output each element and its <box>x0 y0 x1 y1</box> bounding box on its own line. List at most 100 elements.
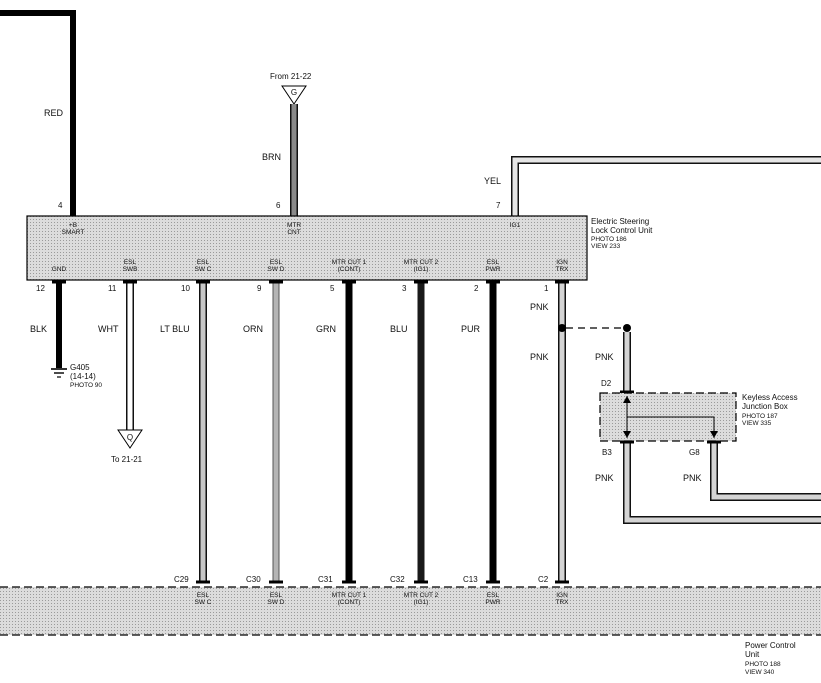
conn-c29: C29 <box>174 575 189 584</box>
wht-wire-pin: 11 <box>108 284 117 293</box>
splice-dot-right[interactable] <box>623 324 631 332</box>
blk-wire-pin: 12 <box>36 284 45 293</box>
pcu-photo: PHOTO 188 <box>745 661 781 668</box>
yel-wire-pin: 7 <box>496 201 501 210</box>
conn-c30: C30 <box>246 575 261 584</box>
pin5-label-1: MTR CUT 1 <box>332 259 367 266</box>
keyless-d2-wire-color: PNK <box>595 352 614 362</box>
esl-unit-view: VIEW 233 <box>591 243 621 250</box>
pin11-label-2: SWB <box>123 266 138 273</box>
keyless-b3-wire[interactable] <box>620 440 821 524</box>
pin7-label: IG1 <box>510 222 521 229</box>
blk-wire-color: BLK <box>30 324 47 334</box>
pnk-wire-color: PNK <box>530 302 549 312</box>
keyless-view: VIEW 335 <box>742 420 772 427</box>
conn-c31: C31 <box>318 575 333 584</box>
pin10-label-1: ESL <box>197 259 210 266</box>
ground-id: G405 <box>70 363 90 372</box>
keyless-g8-wire-color: PNK <box>683 473 702 483</box>
keyless-d2-pin: D2 <box>601 379 612 388</box>
ground-ref: (14-14) <box>70 372 96 381</box>
conn-c32: C32 <box>390 575 405 584</box>
pin11-label-1: ESL <box>124 259 137 266</box>
yel-wire[interactable] <box>511 156 821 216</box>
pin3-label-1: MTR CUT 2 <box>404 259 439 266</box>
pnk-wire-pin: 1 <box>544 284 549 293</box>
pur-wire-color: PUR <box>461 324 481 334</box>
pin6-label-2: CNT <box>287 229 300 236</box>
pin1-label-2: TRX <box>556 266 570 273</box>
offpage-q-flag[interactable] <box>117 429 143 449</box>
pcu-c13-label-2: PWR <box>485 599 500 606</box>
red-wire[interactable] <box>0 10 76 216</box>
grn-wire-pin: 5 <box>330 284 335 293</box>
pin2-label-2: PWR <box>485 266 500 273</box>
pin2-label-1: ESL <box>487 259 500 266</box>
esl-unit-name-2: Lock Control Unit <box>591 226 653 235</box>
pin10-label-2: SW C <box>195 266 212 273</box>
lt-blu-wire[interactable] <box>196 280 210 584</box>
splice-dot-left[interactable] <box>558 324 566 332</box>
pnk-wire-color-2: PNK <box>530 352 549 362</box>
pcu-c30-label-2: SW D <box>268 599 285 606</box>
brn-wire-color: BRN <box>262 152 281 162</box>
pcu-c32-label-1: MTR CUT 2 <box>404 592 439 599</box>
pin12-label: GND <box>52 266 67 273</box>
pin1-label-1: IGN <box>556 259 568 266</box>
brn-from-text: From 21-22 <box>270 72 312 81</box>
pin6-label-1: MTR <box>287 222 301 229</box>
pin9-label-2: SW D <box>268 266 285 273</box>
pur-wire-pin: 2 <box>474 284 479 293</box>
offpage-q-text: To 21-21 <box>111 455 143 464</box>
keyless-name-1: Keyless Access <box>742 393 798 402</box>
wht-wire[interactable] <box>123 280 137 430</box>
yel-wire-color: YEL <box>484 176 501 186</box>
pur-wire[interactable] <box>486 280 500 584</box>
blu-wire[interactable] <box>414 280 428 584</box>
conn-c2: C2 <box>538 575 549 584</box>
keyless-internal-path <box>623 396 718 438</box>
orn-wire-color: ORN <box>243 324 263 334</box>
pcu-name-2: Unit <box>745 650 760 659</box>
pcu-c31-label-1: MTR CUT 1 <box>332 592 367 599</box>
conn-c13: C13 <box>463 575 478 584</box>
grn-wire[interactable] <box>342 280 356 584</box>
keyless-g8-wire[interactable] <box>707 440 821 501</box>
keyless-photo: PHOTO 187 <box>742 413 778 420</box>
pcu-c32-label-2: (IG1) <box>414 599 429 606</box>
keyless-d2-wire[interactable] <box>620 332 634 394</box>
blk-wire[interactable] <box>52 280 66 368</box>
keyless-name-2: Junction Box <box>742 402 788 411</box>
pcu-c29-label-1: ESL <box>197 592 210 599</box>
esl-unit-box[interactable] <box>26 215 588 281</box>
pin3-label-2: (IG1) <box>414 266 429 273</box>
pcu-c2-label-1: IGN <box>556 592 568 599</box>
lt-blu-wire-pin: 10 <box>181 284 190 293</box>
keyless-b3-wire-color: PNK <box>595 473 614 483</box>
pcu-name-1: Power Control <box>745 641 796 650</box>
pcu-c2-label-2: TRX <box>556 599 570 606</box>
blu-wire-color: BLU <box>390 324 408 334</box>
brn-wire-pin: 6 <box>276 201 281 210</box>
offpage-g-flag[interactable] <box>281 85 307 105</box>
pcu-c13-label-1: ESL <box>487 592 500 599</box>
ground-symbol <box>51 368 67 378</box>
esl-unit-photo: PHOTO 186 <box>591 236 627 243</box>
grn-wire-color: GRN <box>316 324 336 334</box>
red-wire-pin: 4 <box>58 201 63 210</box>
orn-wire[interactable] <box>269 280 283 584</box>
pin5-label-2: (CONT) <box>338 266 361 273</box>
wht-wire-color: WHT <box>98 324 119 334</box>
orn-wire-pin: 9 <box>257 284 262 293</box>
offpage-g-letter: G <box>291 88 297 97</box>
pcu-box[interactable] <box>0 587 821 635</box>
pin9-label-1: ESL <box>270 259 283 266</box>
ground-photo: PHOTO 90 <box>70 382 102 389</box>
keyless-g8-pin: G8 <box>689 448 700 457</box>
keyless-b3-pin: B3 <box>602 448 612 457</box>
pcu-c31-label-2: (CONT) <box>338 599 361 606</box>
pin4-label-2: SMART <box>62 229 85 236</box>
esl-unit-name-1: Electric Steering <box>591 217 649 226</box>
pcu-view: VIEW 340 <box>745 669 775 676</box>
